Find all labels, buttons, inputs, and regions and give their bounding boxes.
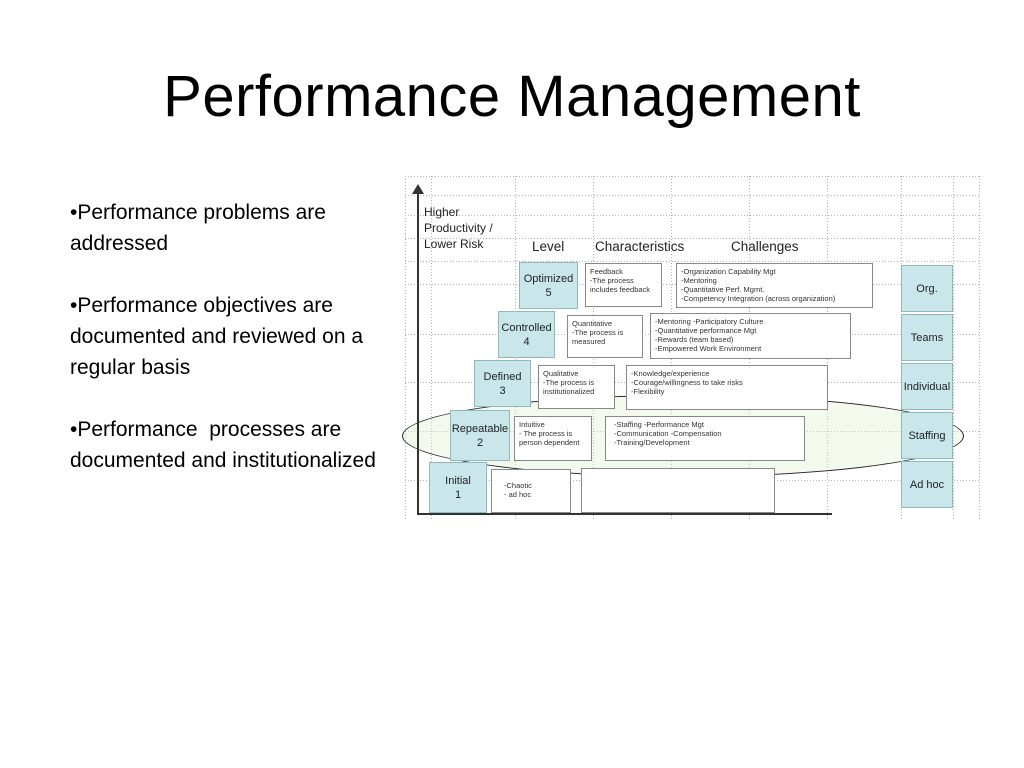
page-title: Performance Management [163, 64, 861, 129]
header-characteristics: Characteristics [595, 239, 685, 254]
side-label-teams: Teams [901, 314, 953, 361]
characteristics-initial: -Chaotic - ad hoc [491, 469, 571, 513]
side-label-individual: Individual [901, 363, 953, 410]
level-name: Repeatable [451, 422, 509, 435]
level-number: 2 [476, 436, 484, 449]
bullet-list: •Performance problems are addressed •Per… [70, 197, 400, 507]
bullet-item: •Performance objectives are documented a… [70, 294, 369, 379]
level-name: Controlled [501, 321, 552, 334]
characteristics-defined: Qualitative -The process is institutiona… [538, 365, 615, 409]
grid-line [405, 195, 980, 196]
grid-line [431, 176, 432, 521]
level-initial: Initial 1 [429, 462, 487, 513]
level-optimized: Optimized 5 [519, 262, 578, 309]
level-repeatable: Repeatable 2 [450, 410, 510, 461]
challenges-controlled: -Mentoring -Participatory Culture -Quant… [650, 313, 851, 359]
grid-line [405, 238, 980, 239]
challenges-repeatable: -Staffing -Performance Mgt -Communicatio… [605, 416, 805, 461]
grid-line [953, 176, 954, 521]
level-defined: Defined 3 [474, 360, 531, 407]
level-name: Optimized [523, 272, 574, 285]
x-axis [417, 513, 832, 515]
challenges-defined: -Knowledge/experience -Courage/willingne… [626, 365, 828, 410]
level-number: 4 [523, 335, 530, 348]
challenges-optimized: -Organization Capability Mgt -Mentoring … [676, 263, 873, 308]
header-challenges: Challenges [731, 239, 799, 254]
grid-line [979, 176, 980, 521]
bullet-item: •Performance processes are documented an… [70, 418, 376, 472]
level-number: 5 [545, 286, 552, 299]
grid-line [405, 215, 980, 216]
y-axis-label: Higher Productivity / Lower Risk [424, 205, 493, 251]
y-axis-arrow-icon [412, 184, 424, 194]
level-name: Initial [445, 474, 471, 487]
level-number: 3 [499, 384, 506, 397]
characteristics-controlled: Quantitative -The process is measured [567, 315, 643, 358]
side-label-ad-hoc: Ad hoc [901, 461, 953, 508]
level-name: Defined [483, 370, 522, 383]
header-level: Level [532, 239, 565, 254]
characteristics-optimized: Feedback -The process includes feedback [585, 263, 662, 307]
grid-line [405, 176, 406, 521]
level-controlled: Controlled 4 [498, 311, 555, 358]
side-label-org: Org. [901, 265, 953, 312]
grid-line [405, 261, 980, 262]
level-number: 1 [454, 488, 462, 501]
side-label-staffing: Staffing [901, 412, 953, 459]
grid-line [405, 176, 980, 177]
bullet-item: •Performance problems are addressed [70, 201, 332, 255]
maturity-diagram: Higher Productivity / Lower Risk Level C… [402, 176, 980, 521]
characteristics-repeatable: Intuitive - The process is person depend… [514, 416, 592, 461]
challenges-initial [581, 468, 775, 513]
y-axis [417, 190, 419, 514]
